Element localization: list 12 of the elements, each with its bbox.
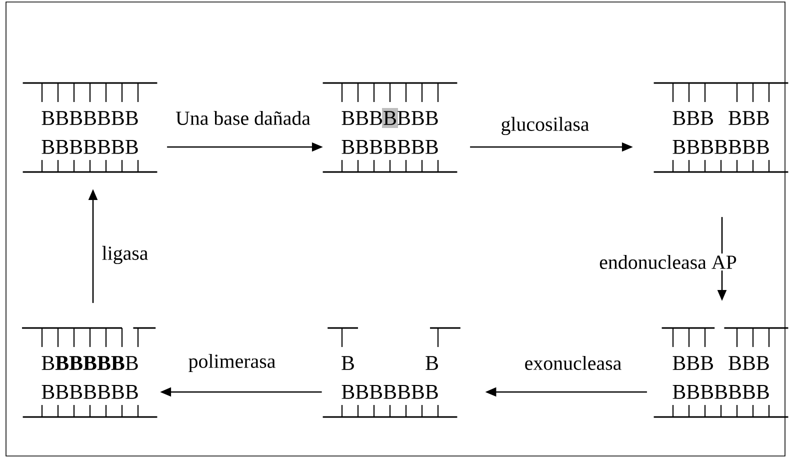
base-sequence: BBBBBBB BBBBBBB xyxy=(342,111,438,154)
base-sequence: BBB BBB BBBBBBB xyxy=(672,356,769,399)
base-sequence: BBBBBBB BBBBBBB xyxy=(42,111,138,154)
base-sequence: B B BBBBBBB xyxy=(342,356,438,399)
edge-label: endonucleasa AP xyxy=(598,253,738,270)
edge-label: polimerasa xyxy=(186,352,278,374)
edge-label: exonucleasa xyxy=(522,354,624,372)
edge-label: Una base dañada xyxy=(174,109,312,126)
base-sequence: BBBBBBB BBBBBBB xyxy=(42,356,138,399)
edge-label: ligasa xyxy=(100,244,150,266)
base-sequence: BBB BBB BBBBBBB xyxy=(672,111,769,154)
edge-label: glucosilasa xyxy=(499,115,591,137)
